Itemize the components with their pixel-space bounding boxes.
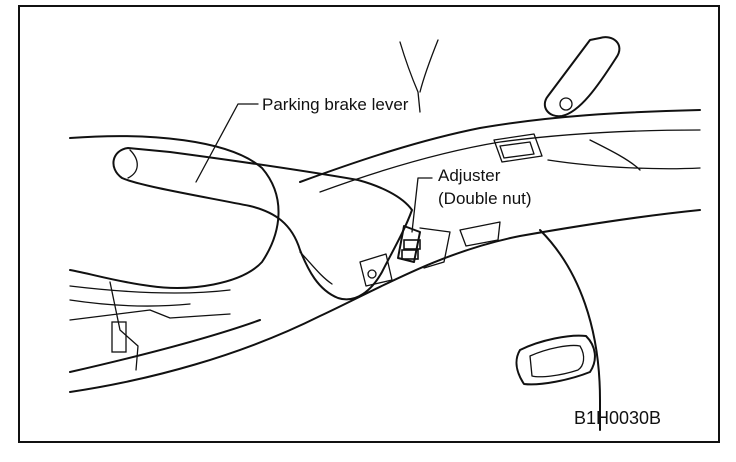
seat-outline: [69, 135, 280, 289]
console-side-detail: [459, 221, 501, 247]
lever-leader-line: [195, 103, 259, 183]
storage-tray: [515, 334, 596, 386]
lever-grip-line: [127, 149, 138, 179]
seat-belt-anchor: [543, 36, 621, 118]
console-switch: [493, 133, 543, 163]
adjuster-leader-line: [411, 177, 433, 233]
center-console: [69, 209, 701, 393]
adjuster-rod: [397, 225, 421, 263]
floor-line: [69, 281, 231, 371]
adjuster-label: Adjuster: [438, 166, 501, 185]
anchor-bolt: [559, 97, 573, 111]
center-console-lower: [69, 229, 601, 431]
parking-brake-lever: [112, 147, 413, 301]
seat-rail-bracket: [111, 321, 127, 353]
storage-tray-inner: [529, 344, 585, 378]
console-upper-line: [299, 109, 701, 183]
bracket-bolt: [367, 269, 377, 279]
adjuster-nut-2: [401, 249, 419, 260]
figure-code: B1H0030B: [574, 408, 661, 428]
console-trim-line: [547, 139, 701, 171]
seat-belt-strap: [399, 39, 439, 113]
lever-label: Parking brake lever: [262, 95, 409, 114]
lever-shadow: [299, 251, 333, 285]
adjuster-nut-1: [403, 239, 421, 250]
seat-lower-outline: [69, 285, 231, 307]
adjuster-sublabel: (Double nut): [438, 189, 532, 208]
console-upper-line-2: [319, 129, 701, 193]
figure-frame: [18, 5, 720, 443]
